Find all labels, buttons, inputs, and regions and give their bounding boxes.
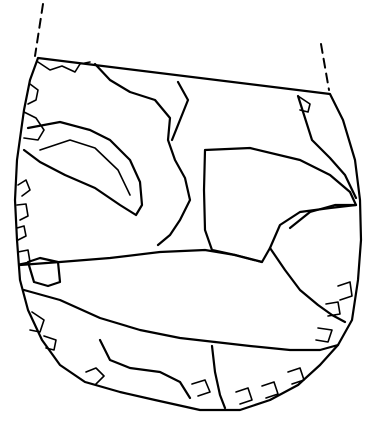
retouch-left-2 [16,203,29,221]
retouch-bottom-4 [261,381,279,399]
flake-scar-right-large [268,246,347,324]
flake-ridge-upper-left [39,139,131,196]
retouch-left-4 [17,249,31,265]
flake-scar-upper-center-ridge [170,80,190,142]
flake-scar-lower-left [22,288,217,344]
retouch-left-3 [16,225,27,241]
retouch-right-3 [315,327,333,343]
flake-scar-lower-center [213,340,340,352]
retouch-bottom-2 [191,379,211,397]
dashed-continuation-left [34,3,44,57]
flake-scar-left-small-2 [23,111,45,141]
flake-scar-upper-right [296,94,358,200]
central-ridge [18,248,264,267]
retouch-bottom-1 [85,367,105,385]
flake-scar-left-small-1 [27,83,39,105]
retouch-right-2 [325,301,341,317]
flake-scar-upper-right-chip [297,95,311,113]
retouch-bottom-5 [287,367,305,385]
flake-scar-top-left [37,61,91,73]
flake-scar-upper-center [93,62,192,247]
flake-scar-left-notch [26,256,62,288]
retouch-right-1 [337,281,353,301]
flake-scar-right-upper-curve [288,203,358,230]
flake-scar-lower-center-right [210,344,227,410]
dashed-continuation-right [320,43,330,91]
flake-scar-upper-left [22,120,144,217]
flake-scar-center-facet [202,146,358,264]
flake-scar-lower-center-left [98,338,192,400]
retouch-bottom-3 [235,387,253,405]
retouch-lower-left [29,311,57,351]
retouch-left-1 [17,179,31,197]
artifact-outline [13,56,363,412]
